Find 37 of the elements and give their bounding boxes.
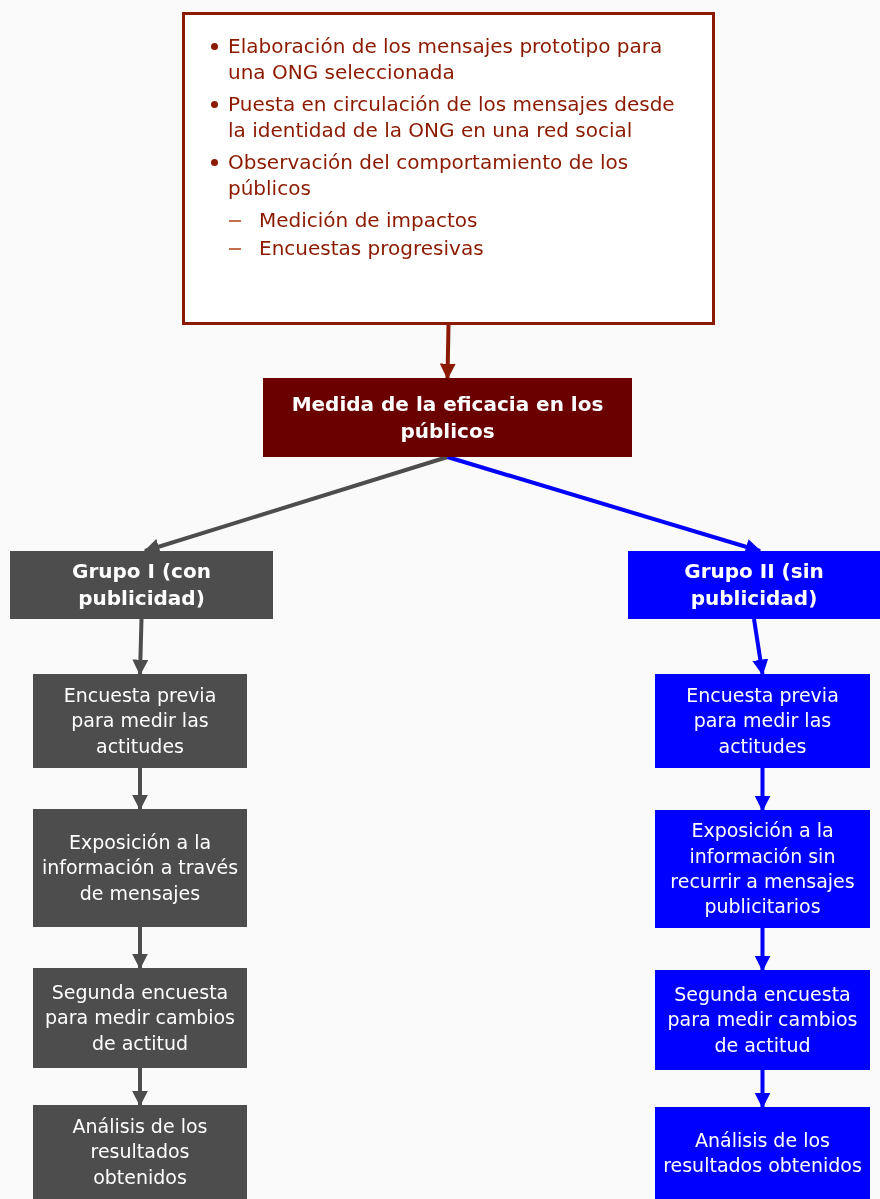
- arrow: [132, 927, 148, 970]
- arrow: [439, 324, 456, 380]
- bullet-text: Observación del comportamiento de los públicos: [228, 149, 630, 201]
- process-box: [33, 809, 247, 927]
- sub-bullet-text: Encuestas progresivas: [259, 235, 484, 261]
- bullet-text: Puesta en circulación de los mensajes desde la identidad de la ONG en una red social: [228, 91, 676, 143]
- process-box: [655, 1107, 870, 1199]
- box-label: Encuesta previa para medir las actitudes: [62, 683, 218, 759]
- arrow: [132, 618, 149, 676]
- box-label: Análisis de los resultados obtenidos: [71, 1114, 209, 1190]
- box-label: Exposición a la información a través de mensajes: [41, 830, 239, 906]
- process-box: [33, 1105, 247, 1199]
- box-label: Medida de la eficacia en los públicos: [290, 390, 605, 445]
- process-box: [33, 968, 247, 1068]
- sub-bullet-text: Medición de impactos: [259, 207, 478, 233]
- heading-box: [263, 378, 632, 457]
- arrow: [754, 928, 771, 972]
- arrow: [132, 1068, 148, 1107]
- box-label: Encuesta previa para medir las actitudes: [685, 683, 840, 759]
- arrow: [754, 768, 771, 812]
- arrow: [752, 618, 769, 676]
- process-box: [33, 674, 247, 768]
- box-label: Grupo I (con publicidad): [71, 558, 212, 612]
- heading-box: [10, 551, 273, 619]
- arrow: [754, 1070, 771, 1109]
- box-label: Exposición a la información sin recurrir a mensajes publicitarios: [669, 818, 856, 920]
- box-label: Grupo II (sin publicidad): [683, 558, 825, 612]
- process-box: [655, 810, 870, 928]
- box-label: Análisis de los resultados obtenidos: [663, 1127, 862, 1178]
- bulleted-text-box: [182, 12, 715, 325]
- arrow: [132, 768, 148, 811]
- process-box: [655, 970, 870, 1070]
- box-label: Segunda encuesta para medir cambios de actitud: [666, 982, 859, 1058]
- heading-box: [628, 551, 880, 619]
- bullet-text: Elaboración de los mensajes prototipo para una ONG seleccionada: [228, 33, 664, 85]
- box-label: Segunda encuesta para medir cambios de actitud: [43, 980, 236, 1056]
- process-box: [655, 674, 870, 768]
